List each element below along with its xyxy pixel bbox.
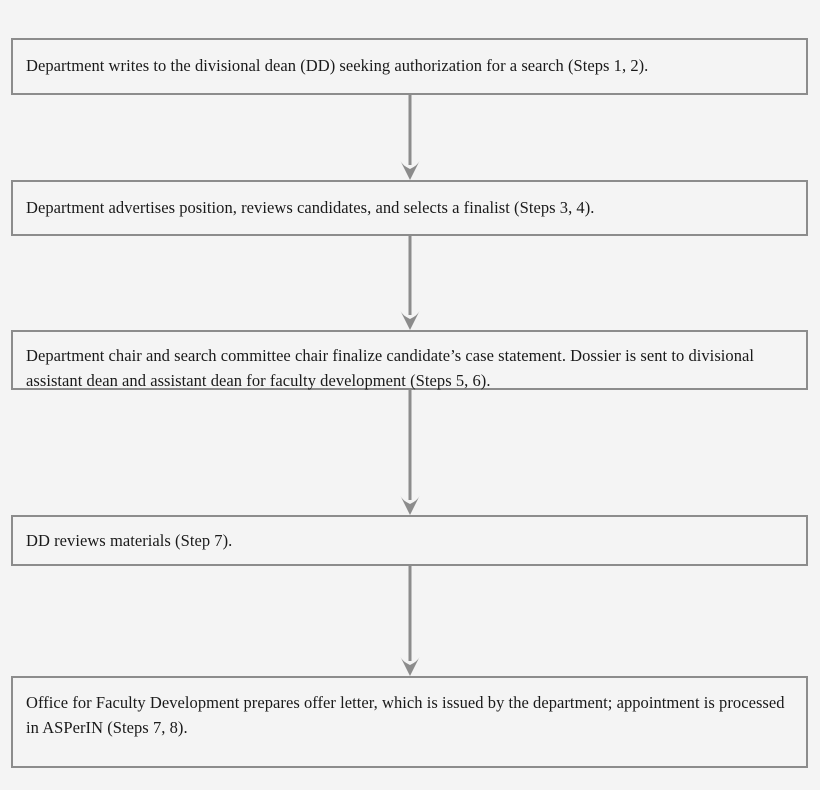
flow-connector-3: [396, 390, 424, 515]
flow-connector-4: [396, 566, 424, 676]
down-arrow-icon: [400, 566, 420, 676]
flow-connector-1: [396, 95, 424, 180]
flow-node-2[interactable]: Department advertises position, reviews …: [11, 180, 808, 236]
flow-connector-2: [396, 236, 424, 330]
flow-node-5-label: Office for Faculty Development prepares …: [26, 693, 785, 737]
flow-node-2-label: Department advertises position, reviews …: [26, 198, 595, 217]
down-arrow-icon: [400, 95, 420, 180]
down-arrow-icon: [400, 236, 420, 330]
flow-node-5[interactable]: Office for Faculty Development prepares …: [11, 676, 808, 768]
flow-node-1[interactable]: Department writes to the divisional dean…: [11, 38, 808, 95]
flow-node-3[interactable]: Department chair and search committee ch…: [11, 330, 808, 390]
flow-node-1-label: Department writes to the divisional dean…: [26, 56, 649, 75]
flow-node-3-label: Department chair and search committee ch…: [26, 346, 755, 390]
down-arrow-icon: [400, 390, 420, 515]
flow-node-4[interactable]: DD reviews materials (Step 7).: [11, 515, 808, 566]
flow-node-4-label: DD reviews materials (Step 7).: [26, 531, 233, 550]
